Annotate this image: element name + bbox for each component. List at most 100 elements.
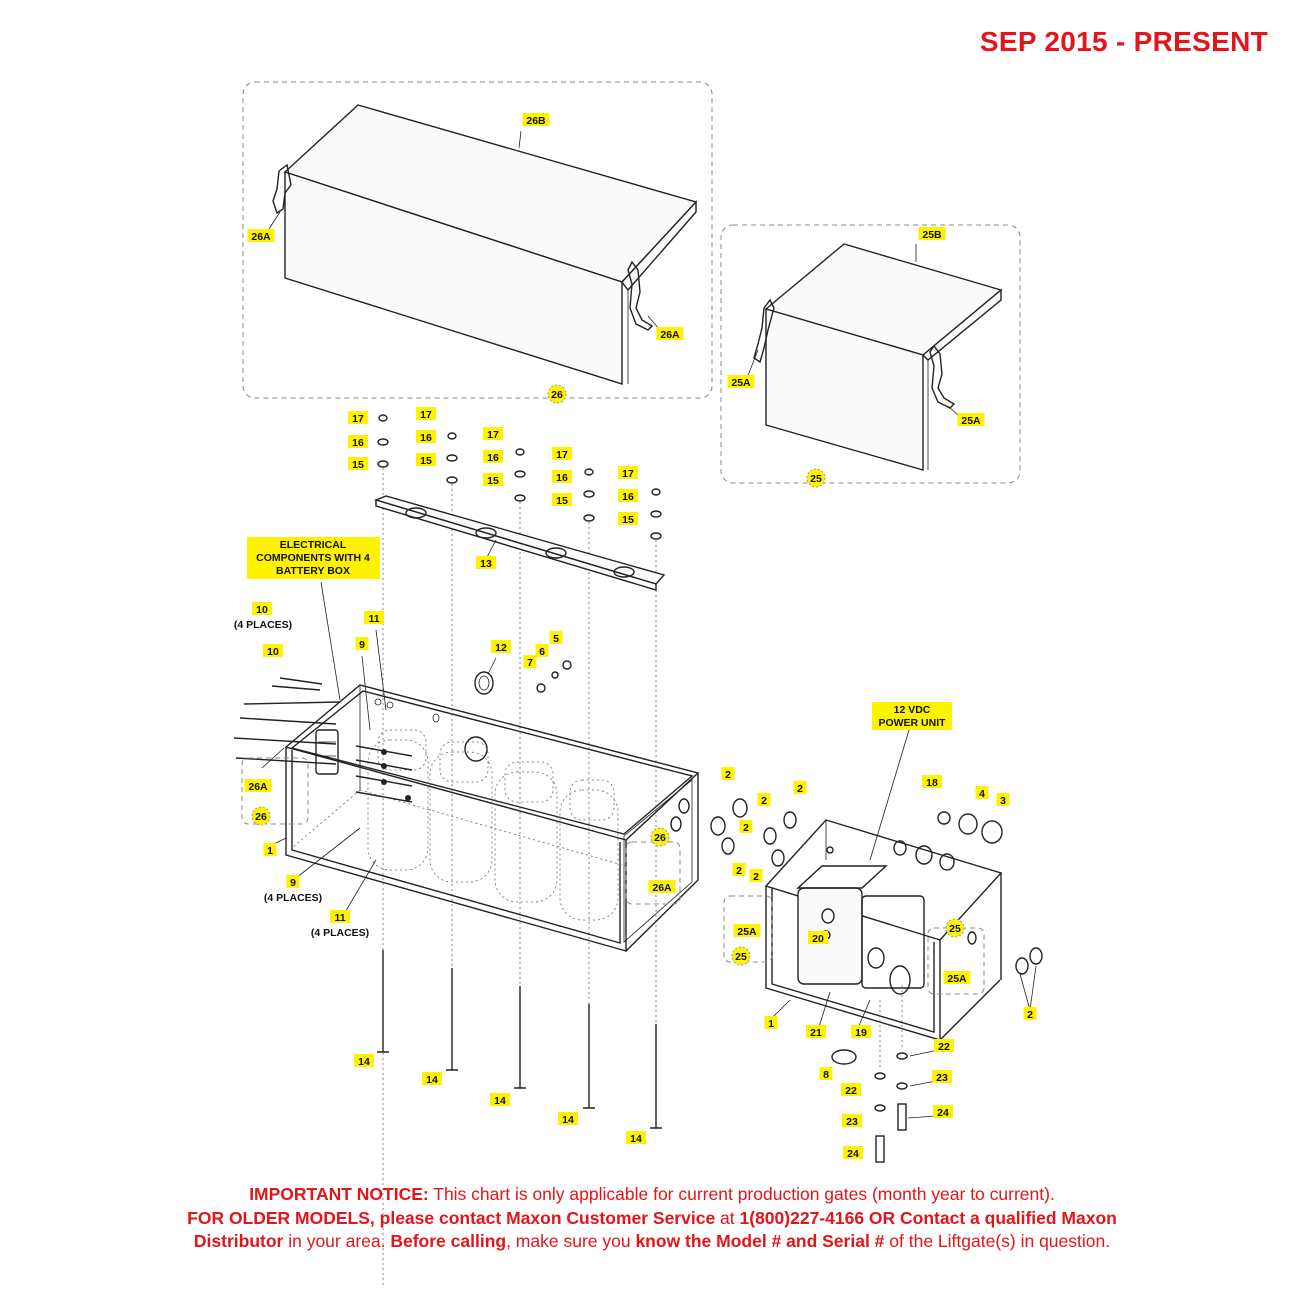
callout-bg [843, 1146, 863, 1159]
callout-number: 11 [368, 613, 379, 625]
callout-c26A-2: 26A [656, 327, 684, 341]
callout-bg [996, 793, 1010, 806]
callout-c26A-3: 26A [244, 779, 272, 793]
callout-number: 26A [652, 882, 672, 894]
callout-bg [819, 1067, 833, 1080]
callout-c22-1: 22 [934, 1039, 954, 1053]
callout-c16-4: 16 [552, 470, 572, 484]
callout-c25A-1: 25A [727, 375, 755, 389]
callout-c9-2: 9 [286, 875, 300, 889]
callout-number: 18 [926, 777, 938, 789]
callout-c10-2: 10 [263, 644, 283, 658]
callout-c8: 8 [819, 1067, 833, 1081]
power-label-line2: POWER UNIT [878, 717, 946, 729]
places-label-10: (4 PLACES) [234, 619, 292, 631]
notice-phone: 1(800)227-4166 OR Contact a qualified Ma… [739, 1207, 1117, 1228]
callout-bg [841, 1083, 861, 1096]
callout-bg [483, 450, 503, 463]
callout-c26A-1: 26A [247, 229, 275, 243]
callout-bg [934, 1039, 954, 1052]
callout-bg [943, 971, 971, 984]
callout-c17-4: 17 [552, 447, 572, 461]
callout-c24-2: 24 [843, 1146, 863, 1160]
callout-c2-1: 2 [721, 767, 735, 781]
batteries [367, 729, 619, 921]
callout-c2-4: 2 [793, 781, 807, 795]
fasteners-9-11 [355, 745, 413, 803]
callout-c23-2: 23 [842, 1114, 862, 1128]
callout-number: 23 [936, 1072, 948, 1084]
callout-c2-2: 2 [739, 820, 753, 834]
callout-bg [354, 1054, 374, 1067]
callout-number: 25A [947, 973, 967, 985]
callout-number: 25A [731, 377, 751, 389]
callout-c20: 20 [808, 931, 828, 945]
parts-5-6-7 [536, 660, 572, 693]
callout-bg [416, 453, 436, 466]
callout-c15-5: 15 [618, 512, 638, 526]
callout-c2-5: 2 [732, 863, 746, 877]
callout-c4: 4 [975, 786, 989, 800]
callout-bg [348, 457, 368, 470]
callout-number: 26A [251, 231, 271, 243]
notice-older-models: FOR OLDER MODELS, please contact Maxon C… [187, 1207, 716, 1228]
callout-number: 23 [846, 1116, 858, 1128]
callout-number: 4 [979, 788, 985, 800]
callout-number: 20 [812, 933, 824, 945]
callout-bg [422, 1072, 442, 1085]
callout-bg [251, 806, 271, 826]
latch-25-detail-left [723, 895, 773, 963]
callout-number: 17 [487, 429, 499, 441]
notice-distributor: Distributor [193, 1231, 284, 1251]
callout-c1-1: 1 [263, 843, 277, 857]
notice-before-calling: Before calling [390, 1231, 507, 1251]
notice-line3-a: in your area. [283, 1231, 391, 1251]
callout-number: 14 [426, 1074, 438, 1086]
callout-number: 22 [845, 1085, 857, 1097]
callout-c14-2: 14 [422, 1072, 442, 1086]
callout-bg [348, 411, 368, 424]
callout-bg [552, 493, 572, 506]
callout-c16-5: 16 [618, 489, 638, 503]
callout-c25A-3: 25A [733, 924, 761, 938]
callout-c26B: 26B [522, 113, 550, 127]
callout-c17-5: 17 [618, 466, 638, 480]
callout-number: 6 [539, 646, 545, 658]
callout-bg [808, 931, 828, 944]
callout-number: 2 [753, 871, 759, 883]
callout-bg [1023, 1007, 1037, 1020]
places-label-9: (4 PLACES) [264, 892, 322, 904]
callout-number: 17 [420, 409, 432, 421]
callout-number: 25B [922, 229, 942, 241]
callout-bg [806, 468, 826, 488]
notice-line-1: IMPORTANT NOTICE: This chart is only app… [120, 1183, 1184, 1207]
cover-latch-right [627, 260, 654, 331]
callout-number: 3 [1000, 795, 1006, 807]
callout-bg [355, 637, 369, 650]
callout-c13: 13 [476, 556, 496, 570]
callout-number: 25A [737, 926, 757, 938]
battery-box-cover [283, 104, 698, 385]
callout-number: 16 [556, 472, 568, 484]
callout-c2-3: 2 [757, 793, 771, 807]
notice-model-serial: know the Model # and Serial # [635, 1231, 885, 1251]
callout-bg [364, 611, 384, 624]
callout-bg [416, 430, 436, 443]
callout-bg [749, 869, 763, 882]
callout-number: 15 [556, 495, 568, 507]
callout-c6: 6 [535, 644, 549, 658]
notice-line1-text: This chart is only applicable for curren… [428, 1184, 1055, 1204]
hardware-stacks [377, 414, 662, 1288]
callout-c17-3: 17 [483, 427, 503, 441]
callout-c26A-4: 26A [648, 880, 676, 894]
callout-number: 2 [736, 865, 742, 877]
callout-bg [483, 427, 503, 440]
callout-bg [851, 1025, 871, 1038]
callout-c17-2: 17 [416, 407, 436, 421]
notice-line-3: Distributor in your area. Before calling… [120, 1230, 1184, 1254]
callout-c15-2: 15 [416, 453, 436, 467]
power-cover-latch-left [753, 298, 775, 364]
callout-bg [523, 655, 537, 668]
callout-number: 2 [725, 769, 731, 781]
